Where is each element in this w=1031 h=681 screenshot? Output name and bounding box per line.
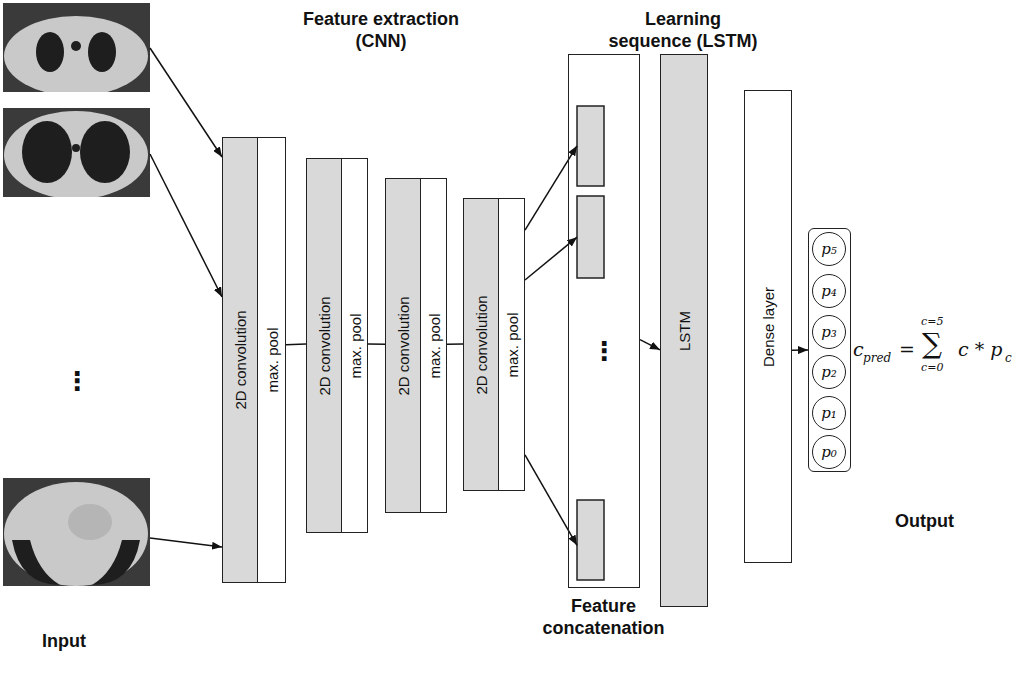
ct-body <box>4 482 148 586</box>
connector-arrow <box>525 237 577 280</box>
node-text: Output <box>895 510 954 532</box>
node-text: 2D convolution <box>316 296 333 395</box>
probability-node: p₅ <box>812 232 846 266</box>
formula-subscript: pred <box>863 351 891 365</box>
pool-layer: max. pool <box>257 137 286 583</box>
ellipsis: ⋮ <box>64 370 90 392</box>
ct-organ <box>68 504 112 540</box>
node-text: max. pool <box>346 313 363 378</box>
connector-arrow <box>792 349 808 351</box>
node-text: Dense layer <box>760 286 777 366</box>
node-text: p₄ <box>821 282 837 300</box>
ct-body <box>4 111 148 197</box>
feature-vector <box>577 106 604 186</box>
probability-node: p₂ <box>812 355 846 389</box>
connector-line <box>368 343 385 345</box>
feature-vector <box>577 500 604 580</box>
node-text: LSTM <box>676 310 693 350</box>
node-text: p₁ <box>821 404 837 422</box>
probability-node: p₄ <box>812 274 846 308</box>
section-title: Feature extraction (CNN) <box>296 8 466 52</box>
node-text: 2D convolution <box>395 296 412 395</box>
node-text: p₀ <box>821 443 837 461</box>
formula-part: c <box>853 338 864 360</box>
ct-slice <box>3 3 150 92</box>
node-text: Feature concatenation <box>529 595 679 639</box>
connector-arrow <box>525 146 577 230</box>
formula-limit: c=5 <box>921 315 943 328</box>
conv-layer: 2D convolution <box>385 178 421 513</box>
node-text: p₅ <box>821 240 837 258</box>
probability-node: p₁ <box>812 396 846 430</box>
ct-slice <box>3 478 150 586</box>
node-text: p₃ <box>821 323 837 341</box>
input-arrow <box>150 48 222 157</box>
formula-part: c * p <box>958 338 1002 360</box>
feature-vector <box>577 196 604 278</box>
formula-limit: c=0 <box>921 361 943 374</box>
ct-lung <box>22 121 72 183</box>
pool-layer: max. pool <box>420 178 447 513</box>
ct-body <box>4 16 148 92</box>
pool-layer: max. pool <box>341 158 368 533</box>
probability-node: p₀ <box>812 435 846 469</box>
connector-arrow <box>525 455 577 545</box>
formula-subscript: c <box>1005 351 1012 365</box>
conv-layer: 2D convolution <box>306 158 342 533</box>
node-text: max. pool <box>503 312 520 377</box>
probability-node: p₃ <box>812 315 846 349</box>
node-text: max. pool <box>425 313 442 378</box>
ct-lung <box>12 540 60 585</box>
connector-arrow <box>640 340 660 350</box>
ct-lung <box>88 32 116 72</box>
concat-box: ⋮Feature concatenation <box>568 54 640 588</box>
output-column: Outputp₅p₄p₃p₂p₁p₀ <box>808 228 851 472</box>
ct-trachea <box>71 41 81 51</box>
connector-line <box>447 343 463 345</box>
input-arrow <box>150 538 222 547</box>
ct-lung <box>80 121 130 183</box>
node-text: max. pool <box>263 327 280 392</box>
formula-sum: ∑ <box>922 330 942 358</box>
node-text: ⋮ <box>569 336 639 366</box>
input-arrow <box>150 154 222 297</box>
node-text: p₂ <box>821 363 837 381</box>
ct-trachea <box>72 144 80 152</box>
conv-layer: 2D convolution <box>463 198 499 491</box>
dense-box: Dense layer <box>744 90 792 563</box>
ct-lung <box>36 32 64 72</box>
lstm-box: LSTM <box>660 54 708 607</box>
section-title: Learning sequence (LSTM) <box>605 8 761 52</box>
node-text: 2D convolution <box>473 295 490 394</box>
ct-background <box>3 478 150 586</box>
conv-layer: 2D convolution <box>222 137 258 583</box>
section-label: Input <box>42 630 86 652</box>
node-text: 2D convolution <box>232 310 249 409</box>
pool-layer: max. pool <box>498 198 525 491</box>
formula-part: = <box>899 338 915 360</box>
connector-line <box>286 343 306 345</box>
ct-slice <box>3 108 150 197</box>
ct-lung <box>92 540 140 585</box>
